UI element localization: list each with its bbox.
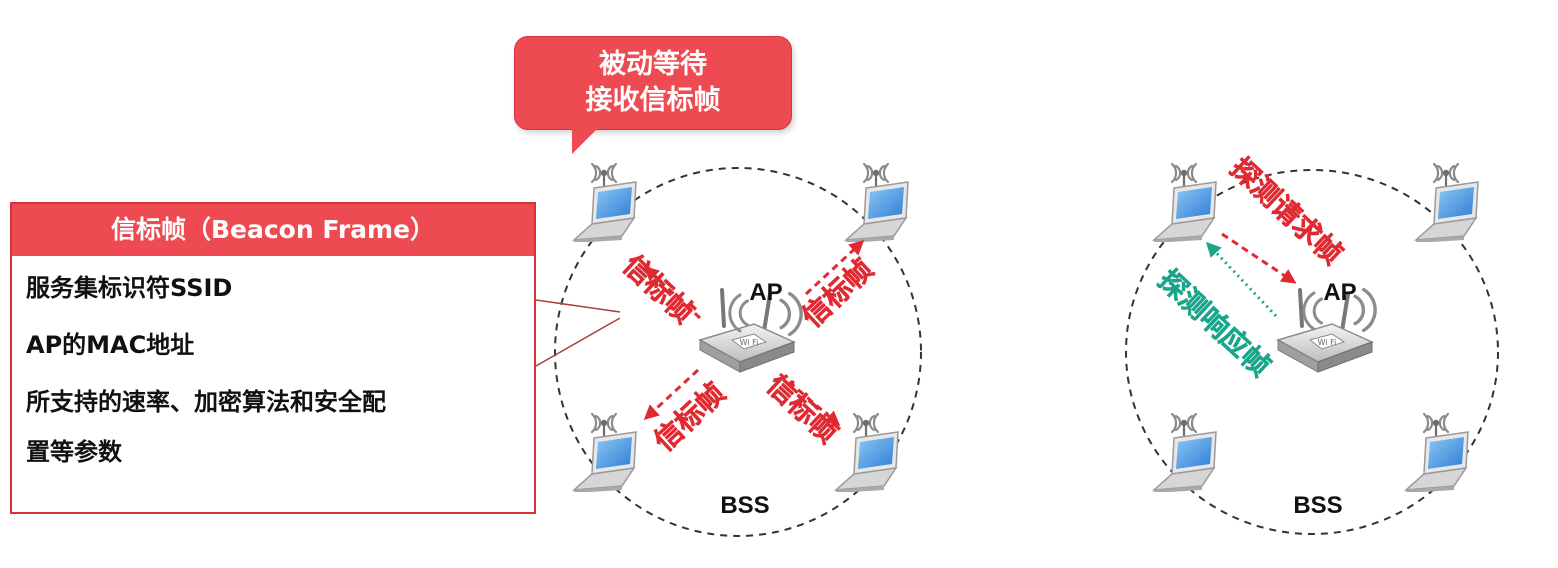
info-line: 服务集标识符SSID: [26, 274, 233, 302]
info-connector-line: [535, 299, 621, 313]
ap-label: AP: [1323, 279, 1356, 306]
beacon-frame-info-box: 信标帧（Beacon Frame） 服务集标识符SSID AP的MAC地址 所支…: [10, 202, 536, 514]
bss-label: BSS: [1293, 492, 1342, 519]
probe-response-label: 探测响应帧: [1152, 263, 1277, 383]
laptop-icon: [1414, 162, 1480, 242]
laptop-icon: [1152, 162, 1218, 242]
info-connector-line: [535, 317, 621, 367]
beacon-arrow: [804, 239, 865, 296]
beacon-arrow: [779, 372, 841, 426]
laptop-icon: [1404, 412, 1470, 492]
callout-line: 被动等待: [599, 49, 707, 80]
beacon-frame-label: 信标帧: [761, 368, 845, 449]
active-bss: AP BSS 探测请求帧 探测响应帧: [1125, 151, 1499, 535]
info-box-body: 服务集标识符SSID AP的MAC地址 所支持的速率、加密算法和安全配 置等参数: [26, 274, 524, 495]
beacon-frame-label: 信标帧: [617, 248, 701, 329]
probe-request-label: 探测请求帧: [1224, 151, 1349, 271]
passive-bss: AP BSS 信标帧 信标帧 信标帧 信标帧: [554, 162, 922, 537]
active-bss-boundary: [1125, 169, 1499, 535]
laptop-icon: [572, 162, 638, 242]
info-line: 置等参数: [26, 438, 122, 466]
beacon-frame-label: 信标帧: [648, 376, 732, 457]
bss-label: BSS: [720, 492, 769, 519]
info-line: 所支持的速率、加密算法和安全配: [26, 388, 386, 416]
ap-waves-icon: [779, 291, 803, 337]
info-box-title: 信标帧（Beacon Frame）: [12, 204, 534, 256]
laptop-icon: [1152, 412, 1218, 492]
info-line: AP的MAC地址: [26, 331, 195, 359]
probe-request-arrow: [1221, 232, 1297, 284]
laptop-icon: [572, 412, 638, 492]
ap-label: AP: [749, 279, 782, 306]
probe-response-arrow: [1205, 241, 1278, 318]
passive-wait-callout: 被动等待 接收信标帧: [514, 36, 792, 130]
ap-waves-icon: [1353, 287, 1377, 333]
beacon-arrow: [643, 265, 702, 320]
laptop-icon: [844, 162, 910, 242]
passive-bss-boundary: [554, 167, 922, 537]
ap-waves-icon: [728, 293, 750, 333]
callout-pointer: [572, 126, 600, 154]
ap-waves-icon: [1302, 291, 1324, 331]
laptop-icon: [834, 412, 900, 492]
callout-line: 接收信标帧: [585, 85, 721, 116]
